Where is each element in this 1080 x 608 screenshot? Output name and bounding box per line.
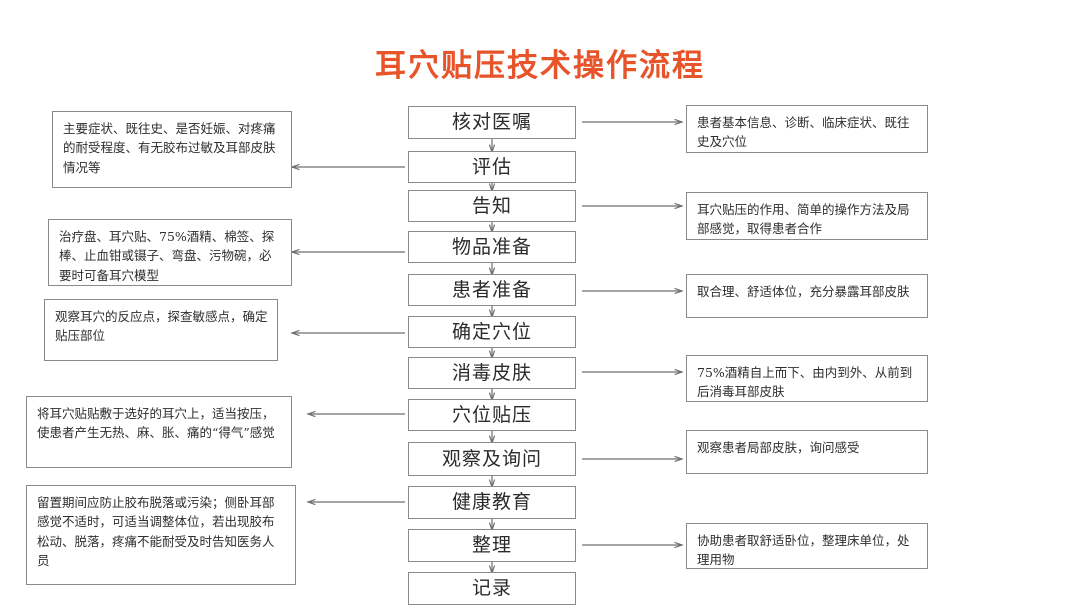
flow-node-1[interactable]: 核对医嘱 [408, 106, 576, 139]
flow-node-8[interactable]: 穴位贴压 [408, 399, 576, 431]
right-note-verify-order: 患者基本信息、诊断、临床症状、既往史及穴位 [686, 105, 928, 153]
left-note-supplies: 治疗盘、耳穴贴、75%酒精、棉签、探棒、止血钳或镊子、弯盘、污物碗，必要时可备耳… [48, 219, 292, 286]
right-note-tidy-up: 协助患者取舒适卧位，整理床单位，处理用物 [686, 523, 928, 569]
flow-node-7[interactable]: 消毒皮肤 [408, 357, 576, 389]
right-note-patient-prep: 取合理、舒适体位，充分暴露耳部皮肤 [686, 274, 928, 318]
flow-node-6[interactable]: 确定穴位 [408, 316, 576, 348]
left-note-locate-points: 观察耳穴的反应点，探查敏感点，确定贴压部位 [44, 299, 278, 361]
left-note-assessment: 主要症状、既往史、是否妊娠、对疼痛的耐受程度、有无胶布过敏及耳部皮肤情况等 [52, 111, 292, 188]
flow-node-2[interactable]: 评估 [408, 151, 576, 183]
left-note-press-technique: 将耳穴贴贴敷于选好的耳穴上，适当按压，使患者产生无热、麻、胀、痛的“得气”感觉 [26, 396, 292, 468]
right-note-arrows [582, 122, 682, 545]
flow-node-11[interactable]: 整理 [408, 529, 576, 562]
flow-node-3[interactable]: 告知 [408, 190, 576, 222]
flow-node-5[interactable]: 患者准备 [408, 274, 576, 306]
right-note-disinfect: 75%酒精自上而下、由内到外、从前到后消毒耳部皮肤 [686, 355, 928, 402]
left-note-arrows [292, 167, 405, 502]
flow-node-9[interactable]: 观察及询问 [408, 442, 576, 476]
right-note-inform: 耳穴贴压的作用、简单的操作方法及局部感觉，取得患者合作 [686, 192, 928, 240]
right-note-observe: 观察患者局部皮肤，询问感受 [686, 430, 928, 474]
page-title: 耳穴贴压技术操作流程 [375, 48, 705, 84]
flow-node-10[interactable]: 健康教育 [408, 486, 576, 519]
flow-node-4[interactable]: 物品准备 [408, 231, 576, 263]
left-note-health-education: 留置期间应防止胶布脱落或污染；侧卧耳部感觉不适时，可适当调整体位，若出现胶布松动… [26, 485, 296, 585]
flow-node-12[interactable]: 记录 [408, 572, 576, 605]
